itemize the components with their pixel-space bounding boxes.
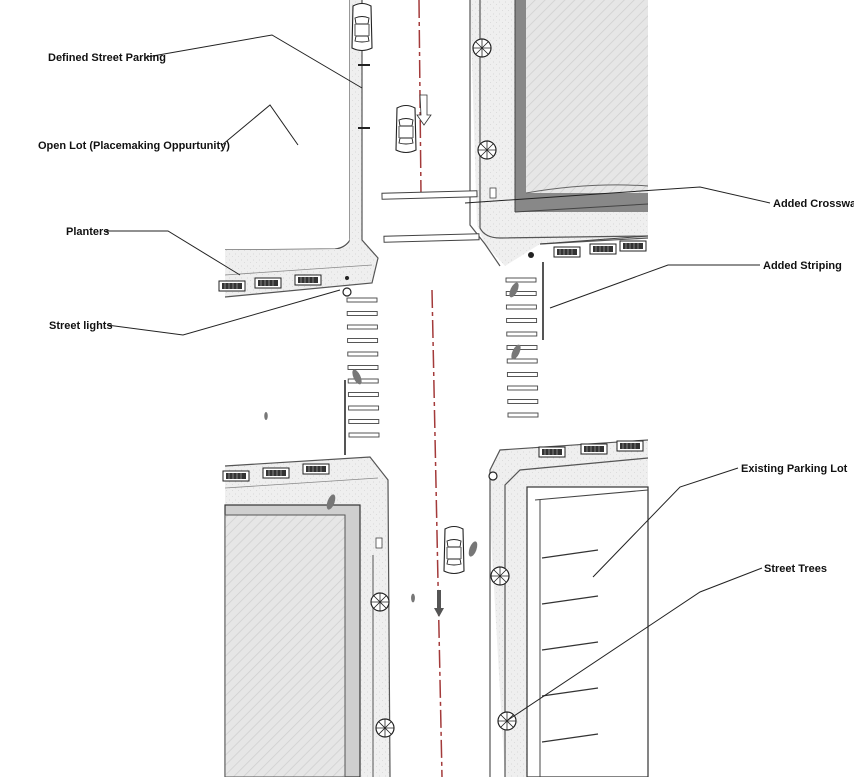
crosswalk-bar <box>347 365 379 370</box>
sw-block <box>224 456 391 777</box>
label-street-lights: Street lights <box>49 320 113 332</box>
crosswalk-bar <box>505 277 537 283</box>
label-added-striping: Added Striping <box>763 260 842 272</box>
label-open-lot: Open Lot (Placemaking Oppurtunity) <box>38 140 230 152</box>
label-existing-parking-lot: Existing Parking Lot <box>741 463 848 475</box>
crosswalk-bar <box>347 338 379 343</box>
callout-labels: Defined Street Parking Open Lot (Placema… <box>38 52 854 575</box>
label-planters: Planters <box>66 226 109 238</box>
west-crosswalk <box>346 297 380 438</box>
east-crosswalk <box>505 277 539 418</box>
se-block <box>489 439 649 777</box>
crosswalk-bar <box>347 392 379 397</box>
crosswalk-bar <box>347 378 379 384</box>
label-street-trees: Street Trees <box>764 563 827 575</box>
crosswalk-bar <box>348 432 380 438</box>
leader-lines <box>106 34 771 721</box>
crosswalk-bar <box>346 311 378 316</box>
crosswalk-bar <box>348 419 380 424</box>
road-markings <box>344 0 544 777</box>
street-lights <box>342 252 534 481</box>
crosswalk-bar <box>346 324 378 330</box>
crosswalk-bar <box>507 412 539 418</box>
label-defined-street-parking: Defined Street Parking <box>48 52 166 64</box>
nw-block <box>224 0 379 298</box>
crosswalk-bar <box>506 345 538 350</box>
crosswalk-bar <box>506 318 538 323</box>
crosswalk-bar <box>347 351 379 357</box>
crosswalk-bar <box>346 297 378 303</box>
crosswalk-bar <box>507 399 539 404</box>
ne-block <box>469 0 649 267</box>
crosswalk-bar <box>506 358 538 364</box>
crosswalk-bar <box>507 385 539 391</box>
crosswalk-bar <box>506 331 538 337</box>
crosswalk-bar <box>505 304 537 310</box>
crosswalk-bar <box>506 372 538 377</box>
label-added-crosswalk: Added Crosswalk <box>773 198 854 210</box>
crosswalk-bar <box>348 405 380 411</box>
crosswalk-bar <box>505 291 537 296</box>
